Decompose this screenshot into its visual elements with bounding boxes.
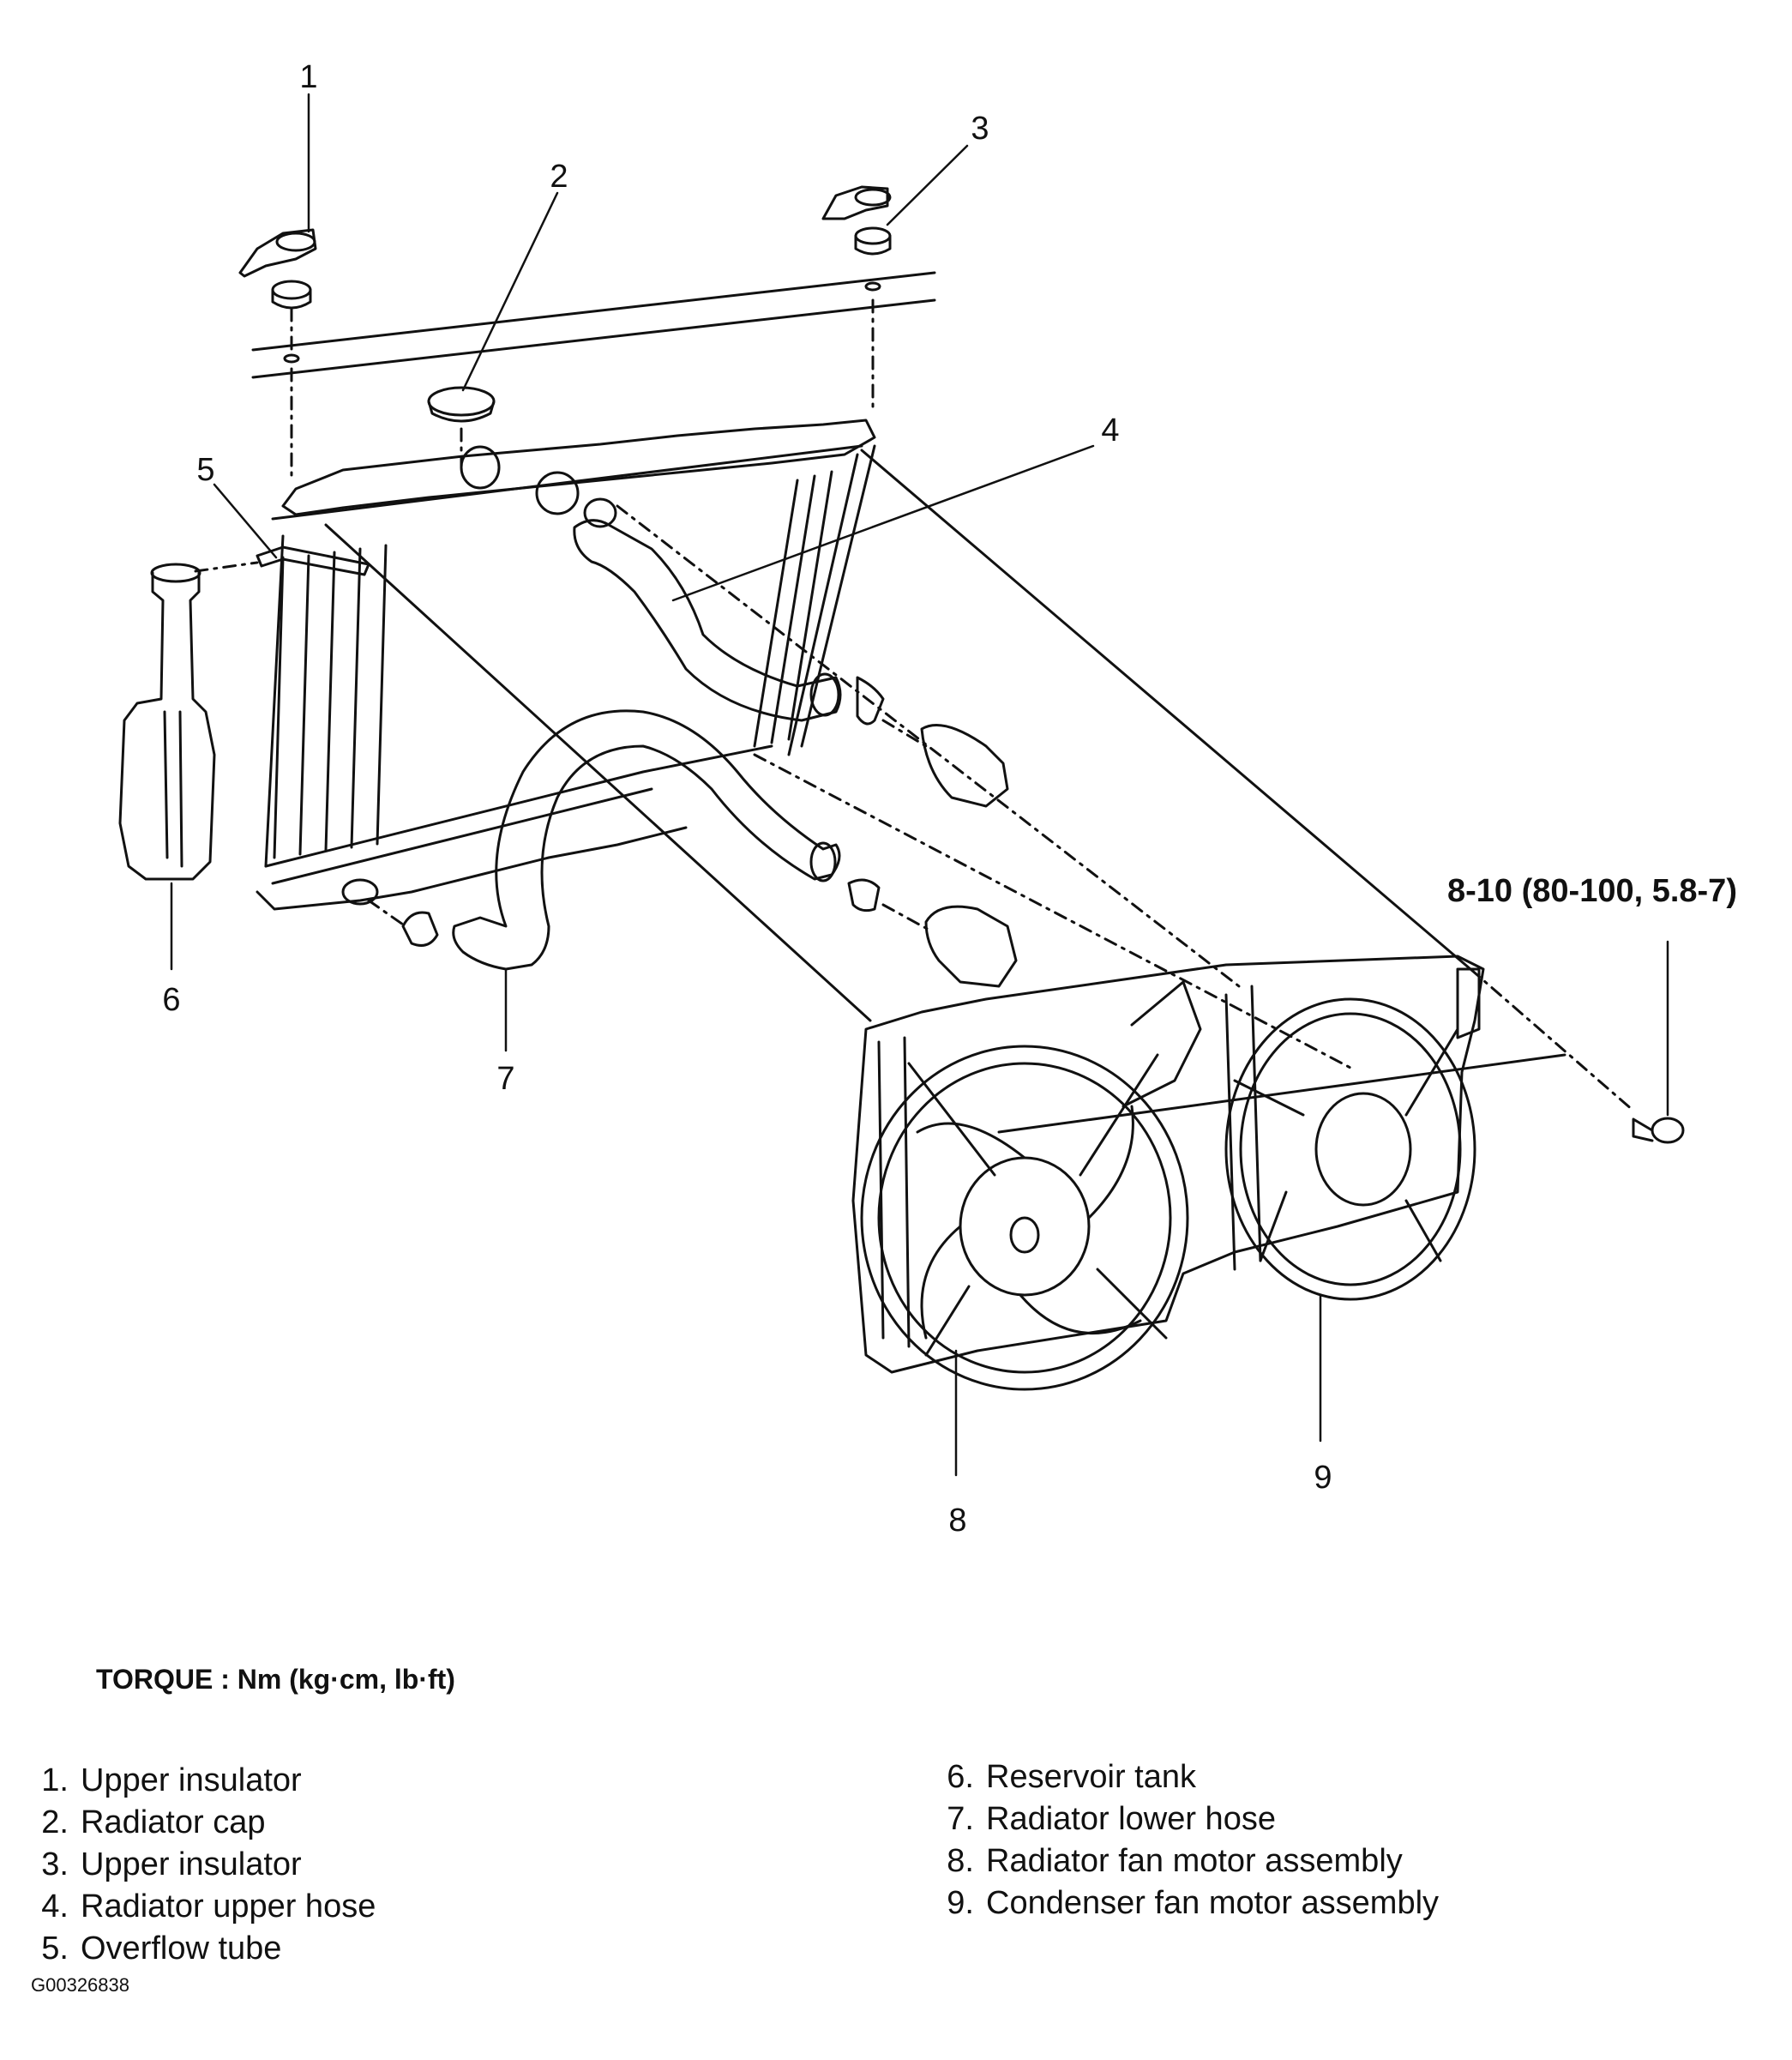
mounting-guide-lines [324, 449, 1635, 1134]
radiator-lower-hose [367, 709, 881, 971]
callout-5: 5 [196, 452, 215, 488]
legend-item: 4.Radiator upper hose [41, 1888, 376, 1924]
upper-insulator-left [238, 228, 317, 482]
reservoir-tank [118, 563, 216, 881]
torque-spec-label: 8-10 (80-100, 5.8-7) [1447, 873, 1737, 909]
legend-item: 3.Upper insulator [41, 1846, 302, 1882]
upper-insulator-right [821, 185, 892, 413]
fan-shroud-assembly [851, 955, 1485, 1391]
callout-6: 6 [162, 982, 181, 1018]
legend-item: 2.Radiator cap [41, 1804, 266, 1840]
callout-8: 8 [948, 1503, 967, 1539]
parts-legend-left: 1.Upper insulator 2.Radiator cap 3.Upper… [21, 1760, 376, 1970]
overflow-tube [194, 545, 370, 576]
torque-units-heading: TORQUE : Nm (kg·cm, lb·ft) [96, 1664, 455, 1695]
callout-9: 9 [1314, 1460, 1332, 1496]
legend-item: 8.Radiator fan motor assembly [947, 1843, 1403, 1879]
radiator-core [256, 419, 876, 911]
callout-3: 3 [971, 111, 989, 147]
legend-item: 1.Upper insulator [41, 1762, 302, 1798]
callout-1: 1 [299, 59, 318, 95]
callout-leader-lines [170, 93, 1322, 1477]
parts-legend-right: 6.Reservoir tank 7.Radiator lower hose 8… [926, 1756, 1439, 1924]
callout-4: 4 [1101, 413, 1120, 449]
legend-item: 7.Radiator lower hose [947, 1801, 1276, 1837]
legend-item: 6.Reservoir tank [947, 1759, 1196, 1795]
mounting-bolt [1632, 940, 1685, 1144]
radiator-upper-hose [573, 519, 885, 726]
thermostat-housing [881, 719, 1018, 988]
callout-2: 2 [550, 159, 568, 195]
callout-7: 7 [496, 1061, 515, 1097]
legend-item: 9.Condenser fan motor assembly [947, 1885, 1440, 1921]
legend-item: 5.Overflow tube [41, 1930, 282, 1967]
upper-crossmember [251, 271, 936, 379]
figure-id: G00326838 [31, 1974, 129, 1996]
